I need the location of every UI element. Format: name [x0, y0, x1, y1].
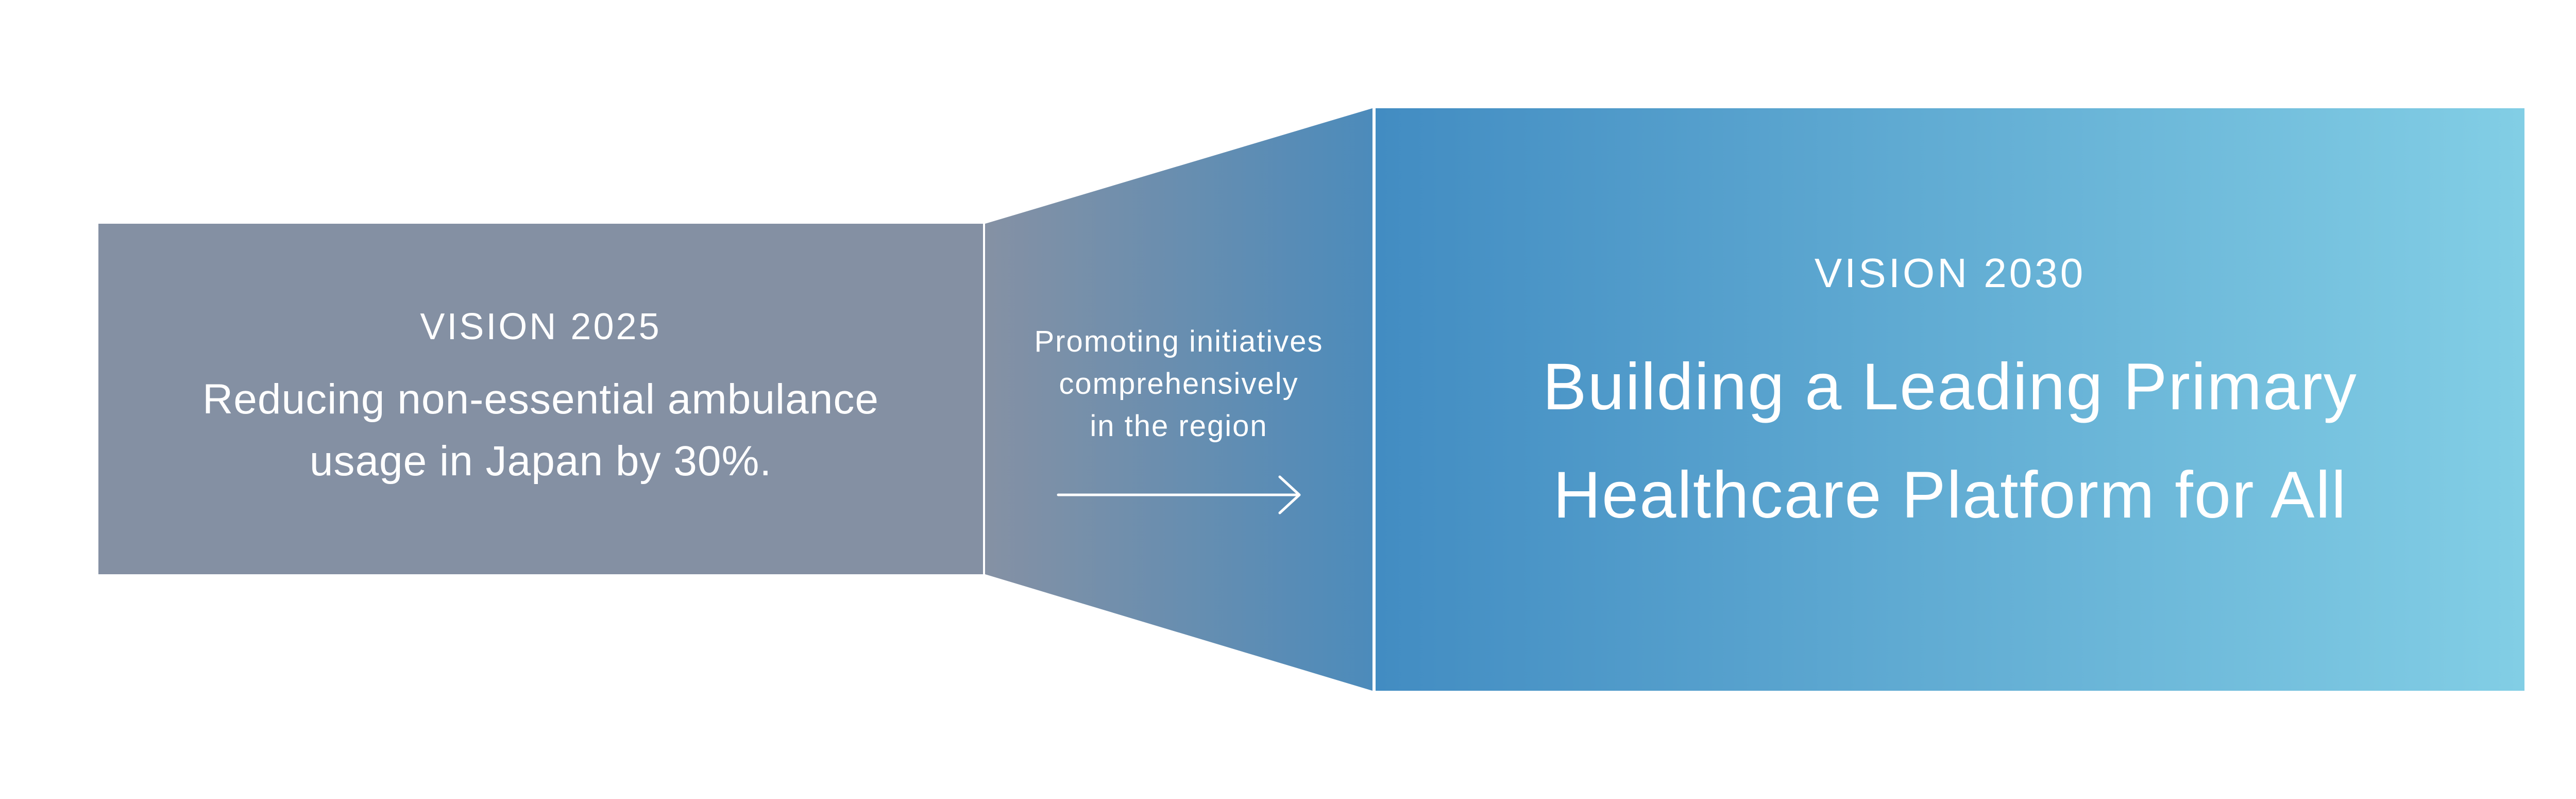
vision-2025-text: VISION 2025 Reducing non-essential ambul… — [98, 224, 983, 574]
transition-trapezoid — [985, 108, 1372, 691]
vision-2030-label: VISION 2030 — [1814, 250, 2086, 296]
vision-2030-text: VISION 2030 Building a Leading Primary H… — [1376, 108, 2524, 691]
vision-2025-box — [98, 224, 983, 574]
vision-2025-body: Reducing non-essential ambulance usage i… — [202, 376, 879, 485]
vision-2030-body: Building a Leading Primary Healthcare Pl… — [1543, 350, 2358, 532]
vision-2025-label: VISION 2025 — [420, 306, 662, 347]
long-right-arrow-icon — [1057, 475, 1301, 514]
vision-2030-box — [1376, 108, 2524, 691]
transition-caption: Promoting initiatives comprehensively in… — [1034, 325, 1324, 443]
transition-text: Promoting initiatives comprehensively in… — [985, 309, 1372, 495]
